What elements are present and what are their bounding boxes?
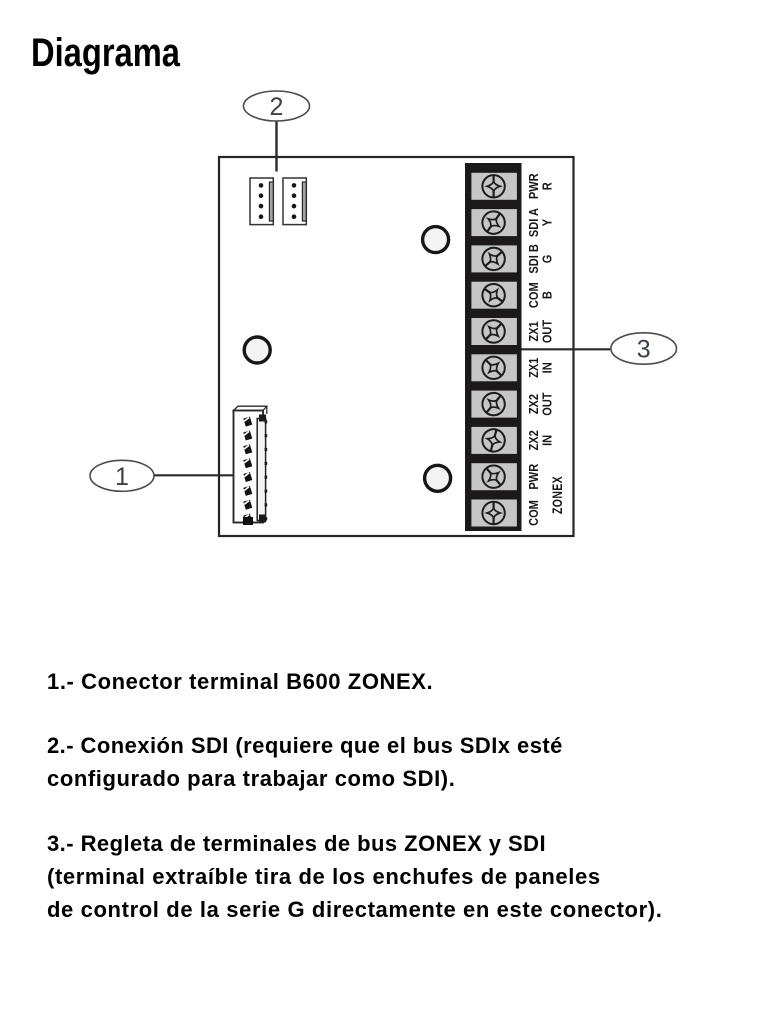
svg-text:IN: IN: [540, 435, 555, 446]
svg-text:ZX1: ZX1: [526, 321, 541, 342]
svg-text:COM: COM: [526, 282, 541, 308]
svg-text:G: G: [540, 255, 555, 264]
svg-text:R: R: [540, 182, 555, 190]
svg-text:Y: Y: [540, 219, 555, 226]
svg-text:OUT: OUT: [540, 319, 555, 343]
svg-text:ZONEX: ZONEX: [550, 476, 566, 514]
svg-text:IN: IN: [540, 362, 555, 373]
svg-text:PWR: PWR: [526, 464, 541, 490]
svg-text:SDI B: SDI B: [526, 244, 541, 274]
svg-text:2: 2: [270, 93, 284, 121]
svg-text:SDI A: SDI A: [526, 208, 541, 237]
svg-text:COM: COM: [526, 500, 541, 526]
svg-text:PWR: PWR: [526, 173, 541, 199]
svg-text:OUT: OUT: [540, 392, 555, 416]
svg-text:ZX2: ZX2: [526, 430, 541, 451]
svg-text:ZX2: ZX2: [526, 394, 541, 415]
svg-text:B: B: [540, 291, 555, 299]
svg-text:1: 1: [115, 463, 129, 491]
svg-text:ZX1: ZX1: [526, 357, 541, 378]
svg-text:3: 3: [637, 336, 651, 364]
